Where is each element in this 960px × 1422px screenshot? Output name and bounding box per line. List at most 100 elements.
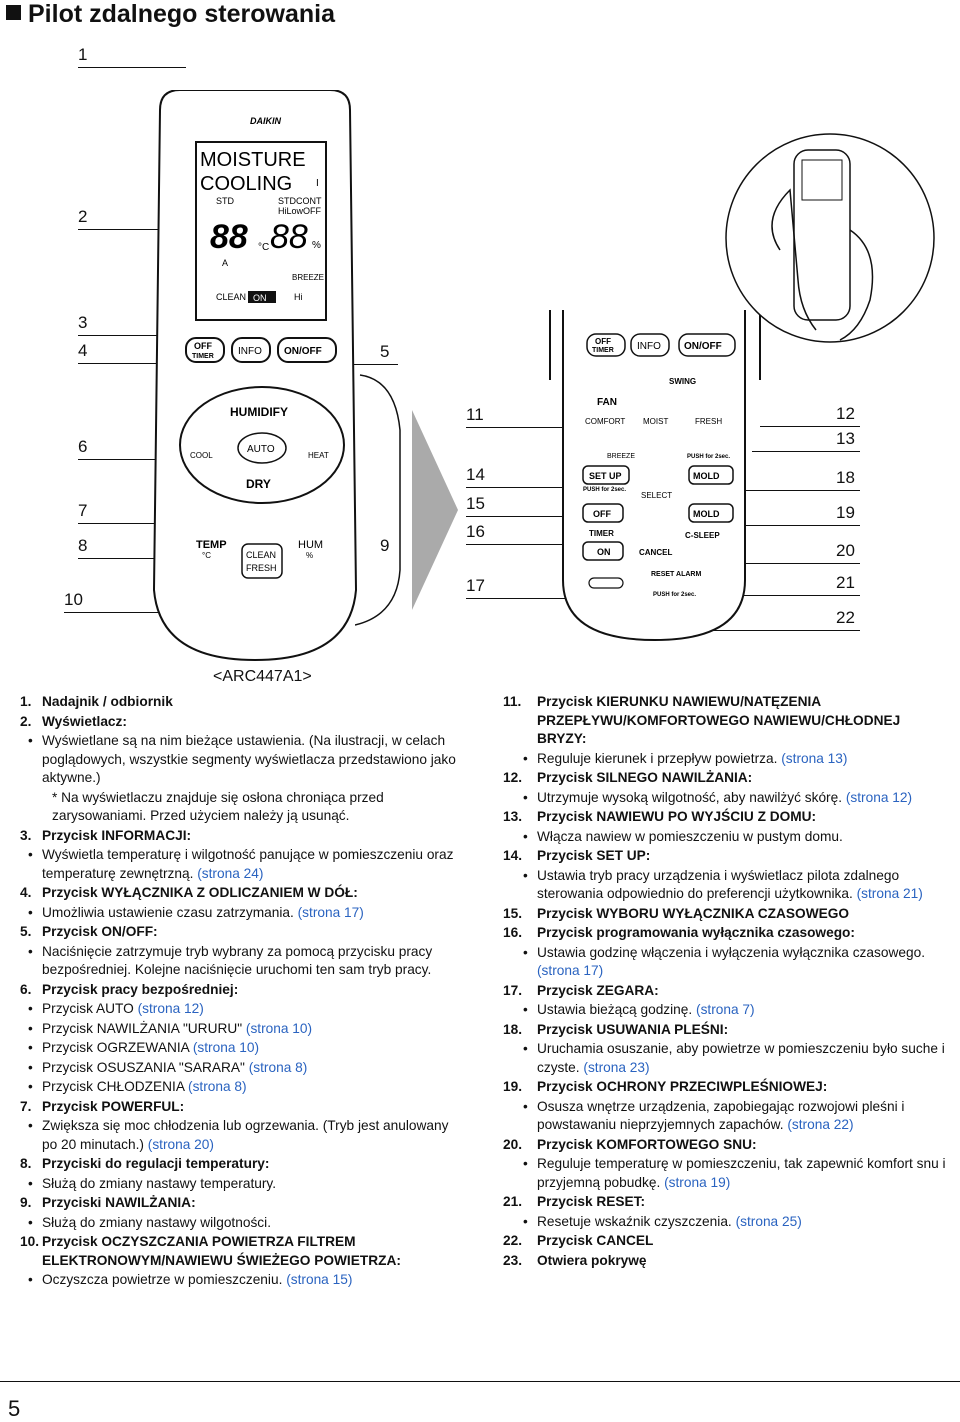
- inner-off-timer-button[interactable]: [586, 333, 626, 357]
- item-title: Przycisk RESET:: [537, 1194, 646, 1209]
- inner-setup-button[interactable]: [582, 465, 630, 485]
- model-label: <ARC447A1>: [213, 668, 312, 685]
- cover-arc: [355, 374, 401, 626]
- inner-comfort[interactable]: COMFORT: [585, 417, 625, 426]
- item-heading: 2.Wyświetlacz:: [20, 713, 465, 732]
- page-reference-link[interactable]: (strona 10): [245, 1020, 313, 1036]
- btn-temp-label[interactable]: TEMP: [196, 539, 227, 551]
- callout-11: 11: [466, 405, 484, 424]
- item-number: 17.: [503, 982, 523, 998]
- item-number: 13.: [503, 809, 523, 824]
- btn-humidify-label[interactable]: HUMIDIFY: [230, 405, 288, 419]
- bullet-text: Przycisk OSUSZANIA "SARARA": [42, 1059, 245, 1075]
- item-title: Przycisk SILNEGO NAWILŻANIA:: [537, 770, 753, 785]
- callout-19: 19: [836, 503, 855, 522]
- page-reference-link[interactable]: (strona 8): [188, 1079, 247, 1094]
- onoff-button[interactable]: [277, 337, 337, 363]
- inner-reset-alarm[interactable]: RESET ALARM: [651, 571, 701, 578]
- page-reference-link[interactable]: (strona 25): [735, 1213, 802, 1229]
- item-heading: 1.Nadajnik / odbiornik: [20, 693, 465, 712]
- item-title: Przycisk KIERUNKU NAWIEWU/NATĘZENIA PRZE…: [537, 694, 901, 746]
- page-reference-link[interactable]: (strona 15): [286, 1272, 353, 1287]
- clean-fresh-button[interactable]: [241, 543, 283, 579]
- inner-onoff-button[interactable]: [678, 333, 736, 357]
- item-title: Przyciski NAWILŻANIA:: [42, 1195, 196, 1210]
- list-item: 9.Przyciski NAWILŻANIA:Służą do zmiany n…: [20, 1194, 465, 1232]
- page-reference-link[interactable]: (strona 22): [787, 1117, 854, 1132]
- inner-fresh[interactable]: FRESH: [695, 417, 722, 426]
- btn-cool-label[interactable]: COOL: [190, 451, 213, 460]
- item-heading: 7. Przycisk POWERFUL:: [20, 1098, 465, 1117]
- auto-button[interactable]: [237, 432, 287, 464]
- inner-off2-button[interactable]: [582, 503, 624, 523]
- btn-hum-label[interactable]: HUM: [298, 539, 323, 551]
- list-item: 22.Przycisk CANCEL: [503, 1232, 953, 1251]
- callout-13-line: [752, 451, 860, 452]
- page-reference-link[interactable]: (strona 8): [248, 1059, 308, 1075]
- btn-dry-label[interactable]: DRY: [246, 477, 271, 491]
- inner-mold2-button[interactable]: [688, 503, 734, 523]
- item-title: Przycisk OCZYSZCZANIA POWIETRZA FILTREM …: [42, 1234, 401, 1268]
- list-item: 14.Przycisk SET UP:Ustawia tryb pracy ur…: [503, 847, 953, 904]
- item-number: 22.: [503, 1233, 523, 1248]
- page-reference-link[interactable]: (strona 10): [192, 1040, 260, 1055]
- item-heading: 19.Przycisk OCHRONY PRZECIWPLEŚNIOWEJ:: [503, 1078, 953, 1097]
- off-timer-button[interactable]: [185, 337, 225, 363]
- bullet-item: Przycisk NAWILŻANIA "URURU" (strona 10): [20, 1020, 465, 1039]
- btn-onoff-label: ON/OFF: [284, 346, 322, 357]
- page-reference-link[interactable]: (strona 13): [781, 750, 848, 766]
- inner-moist[interactable]: MOIST: [643, 417, 668, 426]
- page-reference-link[interactable]: (strona 19): [664, 1174, 731, 1190]
- inner-info-button[interactable]: [630, 333, 670, 357]
- item-title: Przycisk POWERFUL:: [42, 1098, 185, 1114]
- page-reference-link[interactable]: (strona 21): [856, 886, 923, 901]
- bullet-item: Przycisk OGRZEWANIA (strona 10): [20, 1039, 465, 1058]
- item-number: 7.: [20, 1098, 32, 1114]
- info-button[interactable]: [231, 337, 271, 363]
- callout-6: 6: [78, 437, 88, 456]
- callout-6-line: [78, 459, 183, 460]
- hand-open-cover-illustration: [725, 133, 935, 343]
- page-reference-link[interactable]: (strona 24): [197, 865, 264, 881]
- right-column: 11.Przycisk KIERUNKU NAWIEWU/NATĘZENIA P…: [503, 693, 953, 1271]
- item-title: Przycisk programowania wyłącznika czasow…: [537, 925, 855, 940]
- item-number: 6.: [20, 981, 32, 997]
- item-heading: 4.Przycisk WYŁĄCZNIKA Z ODLICZANIEM W DÓ…: [20, 884, 465, 903]
- callout-10-line: [64, 612, 239, 613]
- page-reference-link[interactable]: (strona 7): [696, 1002, 755, 1017]
- callout-9: 9: [380, 536, 390, 555]
- item-number: 19.: [503, 1079, 523, 1094]
- bullet-item: Resetuje wskaźnik czyszczenia. (strona 2…: [515, 1213, 953, 1232]
- btn-clean-label: CLEAN: [246, 550, 276, 560]
- item-title: Nadajnik / odbiornik: [42, 694, 173, 709]
- bullet-text: Ustawia bieżącą godzinę.: [537, 1002, 693, 1017]
- item-number: 15.: [503, 905, 523, 921]
- inner-csleep[interactable]: C-SLEEP: [685, 531, 720, 540]
- btn-heat-label[interactable]: HEAT: [308, 451, 329, 460]
- page-reference-link[interactable]: (strona 12): [845, 789, 913, 805]
- item-heading: 6.Przycisk pracy bezpośredniej:: [20, 981, 465, 1000]
- inner-push1: PUSH for 2sec.: [687, 454, 730, 460]
- item-title: Przycisk SET UP:: [537, 848, 651, 863]
- clock-button[interactable]: [588, 577, 624, 589]
- bullet-item: Przycisk CHŁODZENIA (strona 8): [20, 1078, 465, 1097]
- page-reference-link[interactable]: (strona 12): [137, 1001, 204, 1016]
- page-reference-link[interactable]: (strona 17): [297, 904, 364, 920]
- lcd-on-box: [248, 291, 276, 303]
- callout-8: 8: [78, 536, 88, 555]
- inner-mold1-button[interactable]: [688, 465, 734, 485]
- item-heading: 22.Przycisk CANCEL: [503, 1232, 953, 1251]
- bullet-item: Oczyszcza powietrze w pomieszczeniu. (st…: [20, 1271, 465, 1290]
- page-reference-link[interactable]: (strona 20): [147, 1136, 214, 1152]
- inner-fan[interactable]: FAN: [597, 397, 617, 408]
- callout-1: 1: [78, 45, 88, 64]
- page-reference-link[interactable]: (strona 17): [537, 963, 604, 978]
- callout-5: 5: [380, 342, 390, 361]
- page-reference-link[interactable]: (strona 23): [583, 1059, 650, 1075]
- item-title: Przycisk KOMFORTOWEGO SNU:: [537, 1136, 757, 1152]
- item-title: Przycisk WYŁĄCZNIKA Z ODLICZANIEM W DÓŁ:: [42, 885, 358, 900]
- bullet-item: Wyświetlane są na nim bieżące ustawienia…: [20, 732, 465, 788]
- inner-on-button[interactable]: [582, 541, 624, 561]
- page-title: Pilot zdalnego sterowania: [6, 0, 335, 29]
- inner-cancel[interactable]: CANCEL: [639, 548, 672, 557]
